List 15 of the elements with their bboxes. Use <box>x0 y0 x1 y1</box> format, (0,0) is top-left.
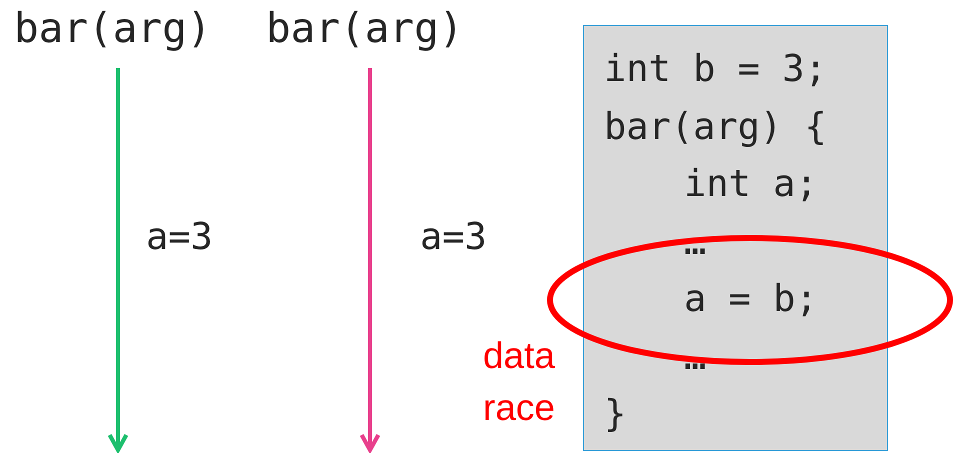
code-line: a = b; <box>684 276 818 322</box>
code-line: … <box>684 218 706 264</box>
code-line: bar(arg) { <box>604 104 827 150</box>
edge-label: a=3 <box>146 218 213 255</box>
function-call-text: bar(arg) <box>266 3 464 54</box>
arrow <box>360 68 380 452</box>
function-call-text: bar(arg) <box>14 3 212 54</box>
code-line: … <box>684 334 706 380</box>
edge-label: a=3 <box>420 218 487 255</box>
annotation-text: data race <box>482 334 555 430</box>
code-line: int b = 3; <box>604 46 827 92</box>
code-box <box>583 25 888 451</box>
code-line: } <box>604 391 626 437</box>
code-line: int a; <box>684 161 818 207</box>
arrow <box>108 68 128 452</box>
